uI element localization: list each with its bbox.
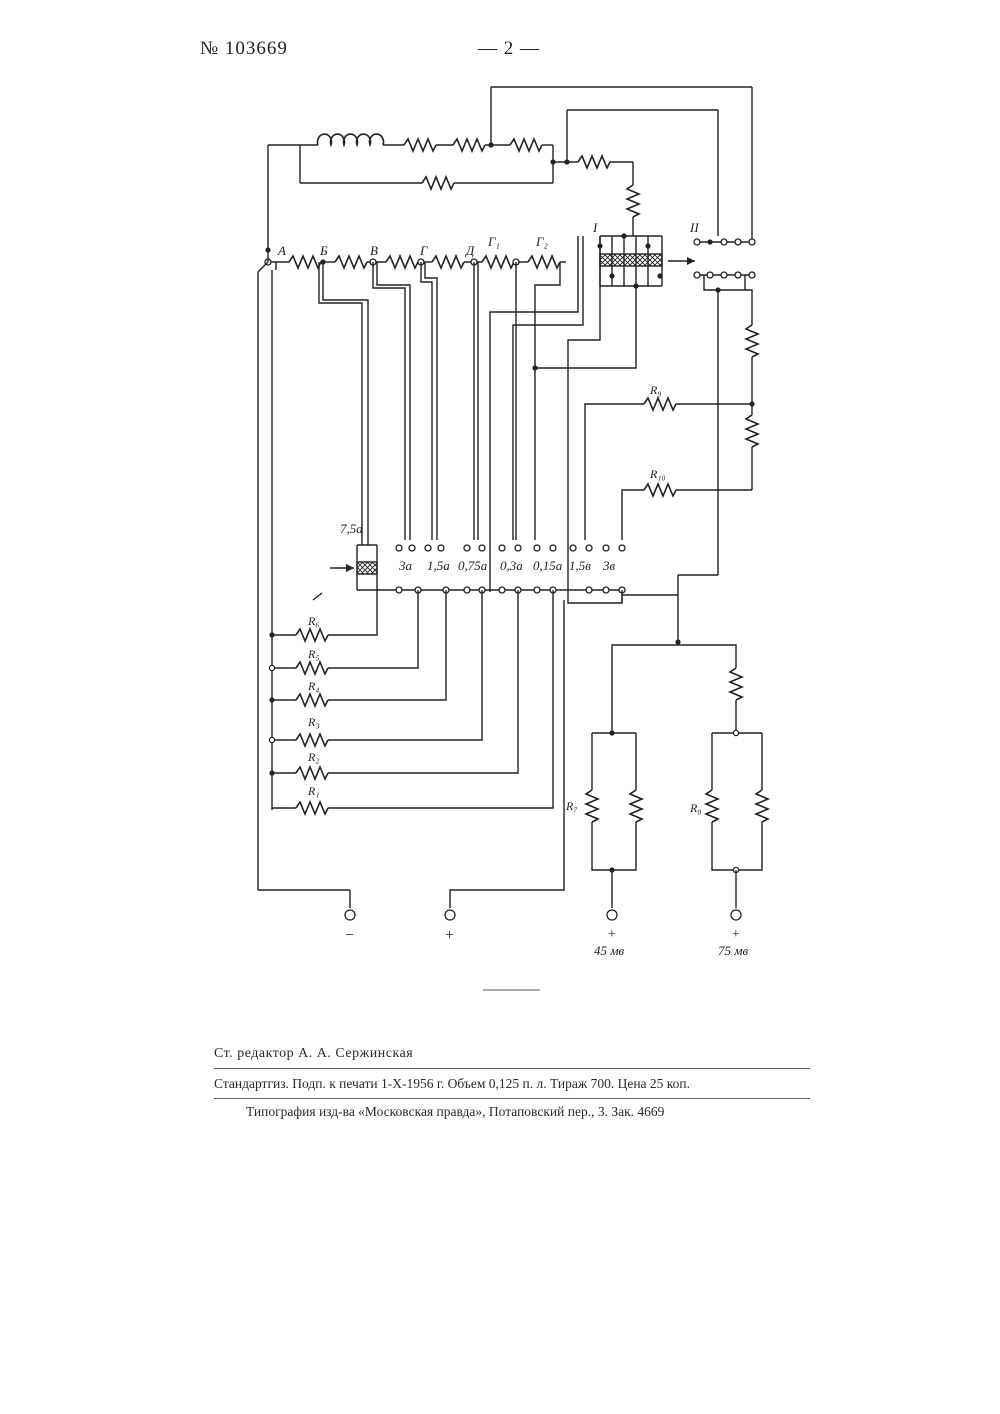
label-r6: R₆ (307, 614, 320, 628)
switch-2 (678, 239, 758, 575)
resistor-r7 (586, 790, 598, 822)
resistor-right-1 (746, 325, 758, 357)
range-label-0-75a: 0,75а (458, 558, 488, 573)
label-r10: R₁₀ (649, 467, 666, 481)
terminal-75mv-label: 75 мв (718, 943, 749, 958)
terminal-minus (345, 910, 355, 920)
label-r7: R₇ (565, 799, 578, 813)
range-switch (313, 545, 678, 640)
label-node-a: А (277, 243, 286, 258)
resistor-r7-parallel (630, 790, 642, 822)
terminal-75mv-sign: + (731, 927, 740, 942)
terminal-45mv-label: 45 мв (594, 943, 625, 958)
switch-1-hatch (600, 254, 662, 266)
resistor-b-v (335, 256, 367, 268)
editor-line: Ст. редактор А. А. Сержинская (214, 1046, 413, 1062)
label-switch-2: II (689, 220, 699, 235)
range-label-1-5a: 1,5а (427, 558, 450, 573)
resistor-d-g1 (482, 256, 514, 268)
resistor-r8 (706, 790, 718, 822)
inductor-coil (318, 134, 384, 145)
range-label-3v: 3в (602, 558, 616, 573)
resistor-r9 (644, 398, 676, 410)
label-r5: R₅ (307, 647, 320, 661)
label-r9: R₉ (649, 383, 662, 397)
shunt-chain (258, 247, 566, 908)
resistor-vertical-top (627, 185, 639, 217)
range-label-3a: 3а (398, 558, 413, 573)
label-r4: R₄ (307, 679, 320, 693)
footer-rule-1 (214, 1068, 810, 1069)
resistor-right-2 (746, 415, 758, 447)
shunt-networks-right: R₇ R₈ (565, 639, 768, 908)
terminal-45mv-sign: + (607, 927, 616, 942)
label-node-g: Г (419, 243, 428, 258)
r9-r10: R₉ R₁₀ (585, 383, 752, 540)
resistor-g-d (432, 256, 464, 268)
range-label-1-5v: 1,5в (569, 558, 591, 573)
resistor-a-b (289, 256, 321, 268)
switch-1 (532, 233, 695, 370)
resistor-r8-parallel (756, 790, 768, 822)
label-node-b: Б (319, 243, 328, 258)
range-label-0-3a: 0,3а (500, 558, 523, 573)
resistor-r10 (644, 484, 676, 496)
range-switch-hatch (357, 562, 377, 574)
terminal-45mv (607, 910, 617, 920)
terminals: − + + 45 мв + 75 мв (344, 910, 749, 958)
label-node-v: В (370, 243, 378, 258)
label-node-g1: Г₁ (487, 234, 500, 249)
range-label-0-15a: 0,15а (533, 558, 563, 573)
top-branch (268, 87, 752, 250)
tap-wires (319, 236, 600, 592)
label-node-d: Д (464, 243, 475, 258)
resistor-shunt (422, 177, 454, 189)
terminal-minus-sign: − (344, 927, 355, 944)
resistor-top-4 (578, 156, 610, 168)
footer-rule-2 (214, 1098, 810, 1099)
terminal-plus-sign: + (444, 927, 455, 944)
terminal-plus (445, 910, 455, 920)
label-node-g2: Г₂ (535, 234, 548, 249)
resistor-series-75mv (730, 668, 742, 700)
label-switch-1: I (592, 220, 598, 235)
resistor-top-1 (404, 139, 436, 151)
range-label-7-5a: 7,5а (340, 521, 363, 536)
printer-line: Типография изд-ва «Московская правда», П… (246, 1104, 664, 1120)
resistor-top-2 (453, 139, 485, 151)
label-r2: R₂ (307, 750, 320, 764)
terminal-75mv (731, 910, 741, 920)
resistor-g1-g2 (528, 256, 560, 268)
resistor-v-g (386, 256, 418, 268)
resistor-top-3 (510, 139, 542, 151)
resistor-bank-left: R₆ R₅ R₄ R₃ R₂ R₁ (269, 590, 553, 814)
label-r1: R₁ (307, 784, 320, 798)
label-r3: R₃ (307, 715, 320, 729)
circuit-diagram: А Б В Г Д Г₁ Г₂ I II (0, 0, 1000, 1000)
label-r8: R₈ (689, 801, 702, 815)
print-info-line: Стандартгиз. Подп. к печати 1-X-1956 г. … (214, 1076, 690, 1092)
